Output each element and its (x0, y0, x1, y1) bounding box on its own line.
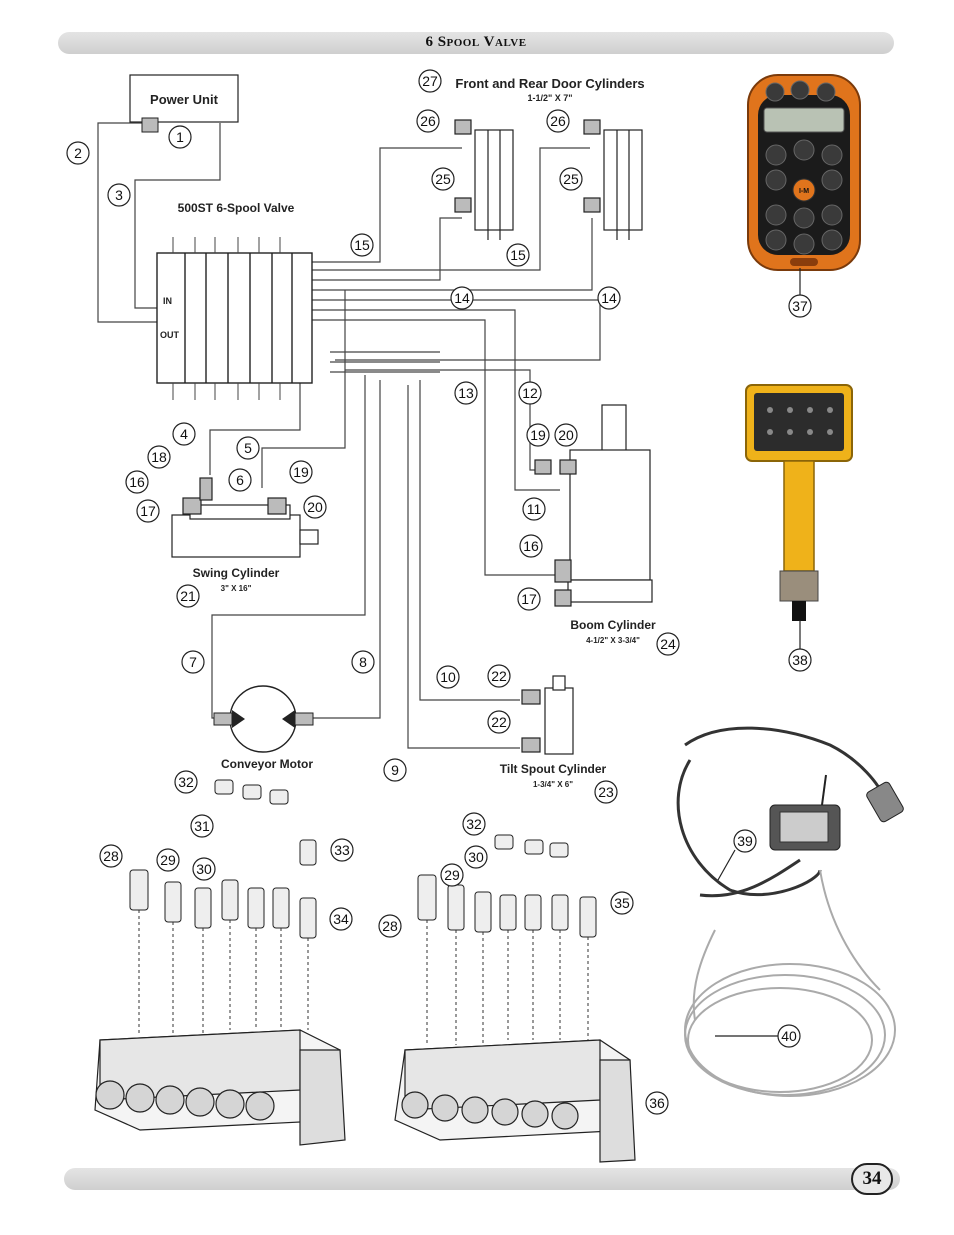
door-cylinders-size: 1-1/2" X 7" (527, 93, 572, 103)
callout-13: 13 (458, 385, 474, 401)
callout-18: 18 (151, 449, 167, 465)
remote-logo: I-M (799, 188, 809, 195)
callout-25: 25 (435, 171, 451, 187)
hydraulic-lines (97, 122, 601, 749)
callout-9: 9 (391, 762, 399, 778)
callout-37: 37 (792, 298, 808, 314)
callout-33: 33 (334, 842, 350, 858)
tilt-spout-label: Tilt Spout Cylinder (500, 762, 607, 776)
door-cylinders-label: Front and Rear Door Cylinders (455, 76, 644, 91)
callout-14b: 14 (601, 290, 617, 306)
callout-20b: 20 (558, 427, 574, 443)
callout-20: 20 (307, 499, 323, 515)
valve-out-label: OUT (160, 330, 180, 340)
power-unit-label: Power Unit (150, 92, 219, 107)
callout-32: 32 (178, 774, 194, 790)
callout-26b: 26 (550, 113, 566, 129)
callout-19: 19 (293, 464, 309, 480)
callout-16b: 16 (523, 538, 539, 554)
coiled-cable (684, 869, 896, 1097)
callout-15b: 15 (510, 247, 526, 263)
callout-5: 5 (244, 440, 252, 456)
callout-21: 21 (180, 588, 196, 604)
callout-26: 26 (420, 113, 436, 129)
callout-2: 2 (74, 145, 82, 161)
assembly-leaders (138, 910, 589, 1045)
callout-3: 3 (115, 187, 123, 203)
pendant-control (745, 384, 853, 621)
callout-34: 34 (333, 911, 349, 927)
callout-38: 38 (792, 652, 808, 668)
callout-28: 28 (103, 848, 119, 864)
callout-17: 17 (140, 503, 156, 519)
callout-29: 29 (160, 852, 176, 868)
callout-27: 27 (422, 73, 438, 89)
callout-23: 23 (598, 784, 614, 800)
callout-12: 12 (522, 385, 538, 401)
callout-7: 7 (189, 654, 197, 670)
valve-label: 500ST 6-Spool Valve (178, 201, 295, 215)
callout-32b: 32 (466, 816, 482, 832)
callout-39: 39 (737, 833, 753, 849)
page-number: 34 (851, 1163, 893, 1195)
callout-30: 30 (196, 861, 212, 877)
tilt-spout-size: 1-3/4" X 6" (533, 780, 573, 789)
callout-25b: 25 (563, 171, 579, 187)
callout-30b: 30 (468, 849, 484, 865)
footer-bar (64, 1168, 900, 1190)
callout-40: 40 (781, 1028, 797, 1044)
valve-handles (172, 237, 281, 400)
motor-port-right (282, 710, 295, 728)
swing-cylinder-label: Swing Cylinder (193, 566, 280, 580)
door-cylinder-front (454, 119, 514, 240)
conveyor-motor-label: Conveyor Motor (221, 757, 313, 771)
callout-17b: 17 (521, 591, 537, 607)
page-title: 6 Spool Valve (425, 34, 527, 50)
callout-22b: 22 (491, 714, 507, 730)
callout-numbers: 1 2 3 4 5 6 7 8 9 10 11 12 13 14 14 15 1… (74, 73, 676, 800)
callout-14: 14 (454, 290, 470, 306)
valve-assembly-left (94, 1029, 346, 1146)
callout-11: 11 (527, 501, 542, 517)
power-unit-box (129, 74, 239, 123)
callout-4: 4 (180, 426, 188, 442)
swing-cylinder-size: 3" X 16" (221, 584, 252, 593)
callout-19b: 19 (530, 427, 546, 443)
tilt-spout-cylinder (521, 675, 574, 755)
motor-port-left (232, 710, 245, 728)
boom-cylinder-label: Boom Cylinder (570, 618, 656, 632)
radio-receiver-harness (676, 726, 887, 898)
power-unit-fitting (141, 117, 159, 133)
callout-6: 6 (236, 472, 244, 488)
header-bar: 6 Spool Valve (58, 32, 894, 54)
callout-28b: 28 (382, 918, 398, 934)
callout-8: 8 (359, 654, 367, 670)
door-cylinder-rear (583, 119, 643, 240)
callout-24: 24 (660, 636, 676, 652)
boom-cylinder (534, 404, 653, 607)
fittings (129, 779, 597, 939)
valve-assembly-right (394, 1039, 636, 1163)
callout-29b: 29 (444, 867, 460, 883)
callouts (66, 69, 680, 804)
swing-cylinder (171, 477, 319, 558)
assembly-callouts (99, 770, 669, 1115)
callout-10: 10 (440, 669, 456, 685)
callout-22: 22 (491, 668, 507, 684)
boom-cylinder-size: 4-1/2" X 3-3/4" (586, 636, 640, 645)
callout-31: 31 (194, 818, 210, 834)
six-spool-valve (156, 252, 313, 384)
callout-16: 16 (129, 474, 145, 490)
callout-36: 36 (649, 1095, 665, 1111)
radio-remote-transmitter: I-M (747, 74, 861, 271)
callout-15: 15 (354, 237, 370, 253)
callout-35: 35 (614, 895, 630, 911)
valve-in-label: IN (163, 296, 172, 306)
callout-1: 1 (176, 129, 184, 145)
